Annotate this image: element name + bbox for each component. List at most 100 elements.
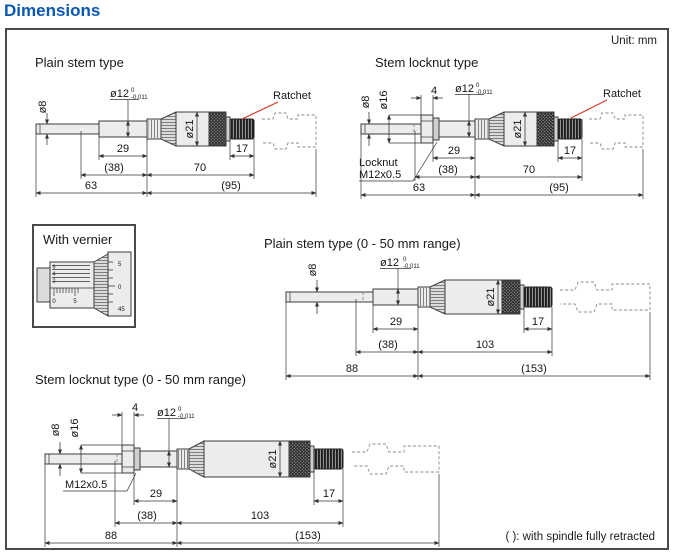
- vernier-digit: 4: [53, 272, 56, 278]
- dim-17: 17: [564, 145, 576, 157]
- ratchet-label: Ratchet: [273, 90, 311, 102]
- micrometer-body: [35, 111, 255, 147]
- locknut-callout: M12x0.5: [63, 472, 137, 492]
- micrometer-body: [360, 111, 583, 147]
- dim-d12-tol-lo: -0.011: [131, 95, 148, 101]
- sleeve-digit: 5: [73, 299, 77, 305]
- label-plain-stem: Plain stem type: [35, 55, 124, 70]
- dim-153: (153): [295, 530, 321, 542]
- dim-29: 29: [117, 143, 129, 155]
- dim-d12-tol-lo: -0.011: [476, 90, 493, 96]
- vernier-drawing: 6 4 2 0 5 5 0 45: [36, 251, 132, 317]
- length-dimensions: 29 17 (38) 103 88 (153): [285, 299, 651, 380]
- diameter-callouts: ø8 ø12 0 -0.011 ø21: [37, 88, 199, 147]
- vernier-digit: 6: [53, 265, 56, 271]
- dim-103: 103: [251, 510, 269, 522]
- dim-d12-tol-lo: -0.011: [403, 264, 420, 270]
- dim-d16: ø16: [69, 419, 81, 438]
- dim-70: 70: [523, 164, 535, 176]
- ratchet-label: Ratchet: [603, 88, 641, 100]
- dim-103: 103: [476, 339, 494, 351]
- dim-29: 29: [150, 488, 162, 500]
- diameter-callouts: ø8 ø12 0 -0.011 ø21: [307, 257, 500, 315]
- vernier-scale: 6 4 2: [52, 265, 90, 285]
- dim-17: 17: [532, 316, 544, 328]
- dim-38: (38): [104, 162, 124, 174]
- sleeve-digit: 0: [52, 299, 56, 305]
- stem-locknut-drawing: Ratchet Locknut M12x0.5 ø8 ø16 4 ø: [359, 83, 644, 199]
- dim-63: 63: [85, 180, 97, 192]
- plain-stem-drawing: Ratchet ø8 ø12 0 -0.011 ø21: [35, 88, 317, 197]
- dim-38: (38): [137, 510, 157, 522]
- dim-d8: ø8: [50, 424, 62, 437]
- body-stub: [36, 267, 51, 303]
- dim-d12: ø12: [380, 257, 399, 269]
- dim-70: 70: [194, 162, 206, 174]
- length-dimensions: 29 17 (38) 70 63 (95): [35, 131, 317, 197]
- dim-38: (38): [378, 339, 398, 351]
- micrometer-body: [285, 279, 553, 315]
- length-dimensions: 29 17 (38) 70 63 (95): [360, 131, 644, 199]
- vernier-detail-box: With vernier 6 4 2 0 5: [32, 224, 136, 328]
- dim-38: (38): [438, 164, 458, 176]
- dim-17: 17: [236, 143, 248, 155]
- dim-88: 88: [105, 530, 117, 542]
- thimble-digit: 45: [118, 307, 125, 313]
- dim-d21: ø21: [184, 120, 196, 139]
- main-scale: 0 5: [50, 287, 94, 305]
- dim-17: 17: [323, 488, 335, 500]
- locknut-label-1: Locknut: [359, 157, 398, 169]
- label-stem-locknut: Stem locknut type: [375, 55, 479, 70]
- spindle-retracted-note: ( ): with spindle fully retracted: [505, 531, 655, 543]
- dim-63: 63: [413, 182, 425, 194]
- dim-88: 88: [346, 363, 358, 375]
- dim-d12-tol-hi: 0: [476, 83, 480, 89]
- dim-d12: ø12: [455, 83, 474, 95]
- dim-d12: ø12: [157, 407, 176, 419]
- dim-29: 29: [448, 145, 460, 157]
- dim-d8: ø8: [307, 264, 319, 277]
- dim-d8: ø8: [360, 96, 372, 109]
- dim-d21: ø21: [512, 120, 524, 139]
- dimensions-panel: Unit: mm Plain stem type Stem locknut ty…: [5, 28, 669, 550]
- sleeve: [49, 261, 95, 309]
- dim-95: (95): [221, 180, 241, 192]
- dim-d16: ø16: [378, 91, 390, 110]
- page-title: Dimensions: [4, 1, 101, 20]
- thimble-digit: 0: [118, 285, 122, 291]
- unit-note: Unit: mm: [611, 35, 657, 47]
- dim-d8: ø8: [37, 101, 49, 114]
- dim-95: (95): [549, 182, 569, 194]
- stem-locknut-50-drawing: M12x0.5 ø8 ø16 4 ø12 0 -0.011: [44, 402, 440, 547]
- dim-d12-tol-hi: 0: [131, 88, 135, 94]
- retracted-outline: [560, 281, 651, 313]
- dim-4: 4: [431, 85, 437, 97]
- vernier-digit: 2: [53, 279, 56, 285]
- dim-d12: ø12: [110, 88, 129, 100]
- dim-153: (153): [521, 363, 547, 375]
- diameter-callouts: ø8 ø16 4 ø12 0 -0.011 ø21: [50, 402, 282, 478]
- thimble-digit: 5: [118, 262, 122, 268]
- locknut-label: M12x0.5: [65, 479, 107, 491]
- vernier-label: With vernier: [43, 232, 113, 247]
- ratchet-callout: Ratchet: [570, 88, 641, 119]
- diameter-callouts: ø8 ø16 4 ø12 0 -0.011 ø21: [360, 83, 527, 147]
- locknut-label-2: M12x0.5: [359, 169, 401, 181]
- retracted-outline: [352, 443, 440, 475]
- dim-29: 29: [390, 316, 402, 328]
- plain-stem-50-drawing: ø8 ø12 0 -0.011 ø21: [285, 257, 651, 380]
- dim-d21: ø21: [267, 450, 279, 469]
- retracted-outline: [589, 112, 644, 150]
- dim-4: 4: [132, 402, 138, 414]
- retracted-outline: [262, 112, 317, 150]
- locknut-callout: Locknut M12x0.5: [359, 141, 438, 182]
- dim-d12-tol-hi: 0: [178, 407, 182, 413]
- dim-d21: ø21: [485, 288, 497, 307]
- thimble: 5 0 45: [93, 251, 132, 317]
- ratchet-callout: Ratchet: [241, 90, 311, 120]
- micrometer-body: [44, 440, 344, 478]
- label-stem-locknut-50: Stem locknut type (0 - 50 mm range): [35, 372, 246, 387]
- dim-d12-tol-lo: -0.011: [178, 414, 195, 420]
- dim-d12-tol-hi: 0: [403, 257, 407, 263]
